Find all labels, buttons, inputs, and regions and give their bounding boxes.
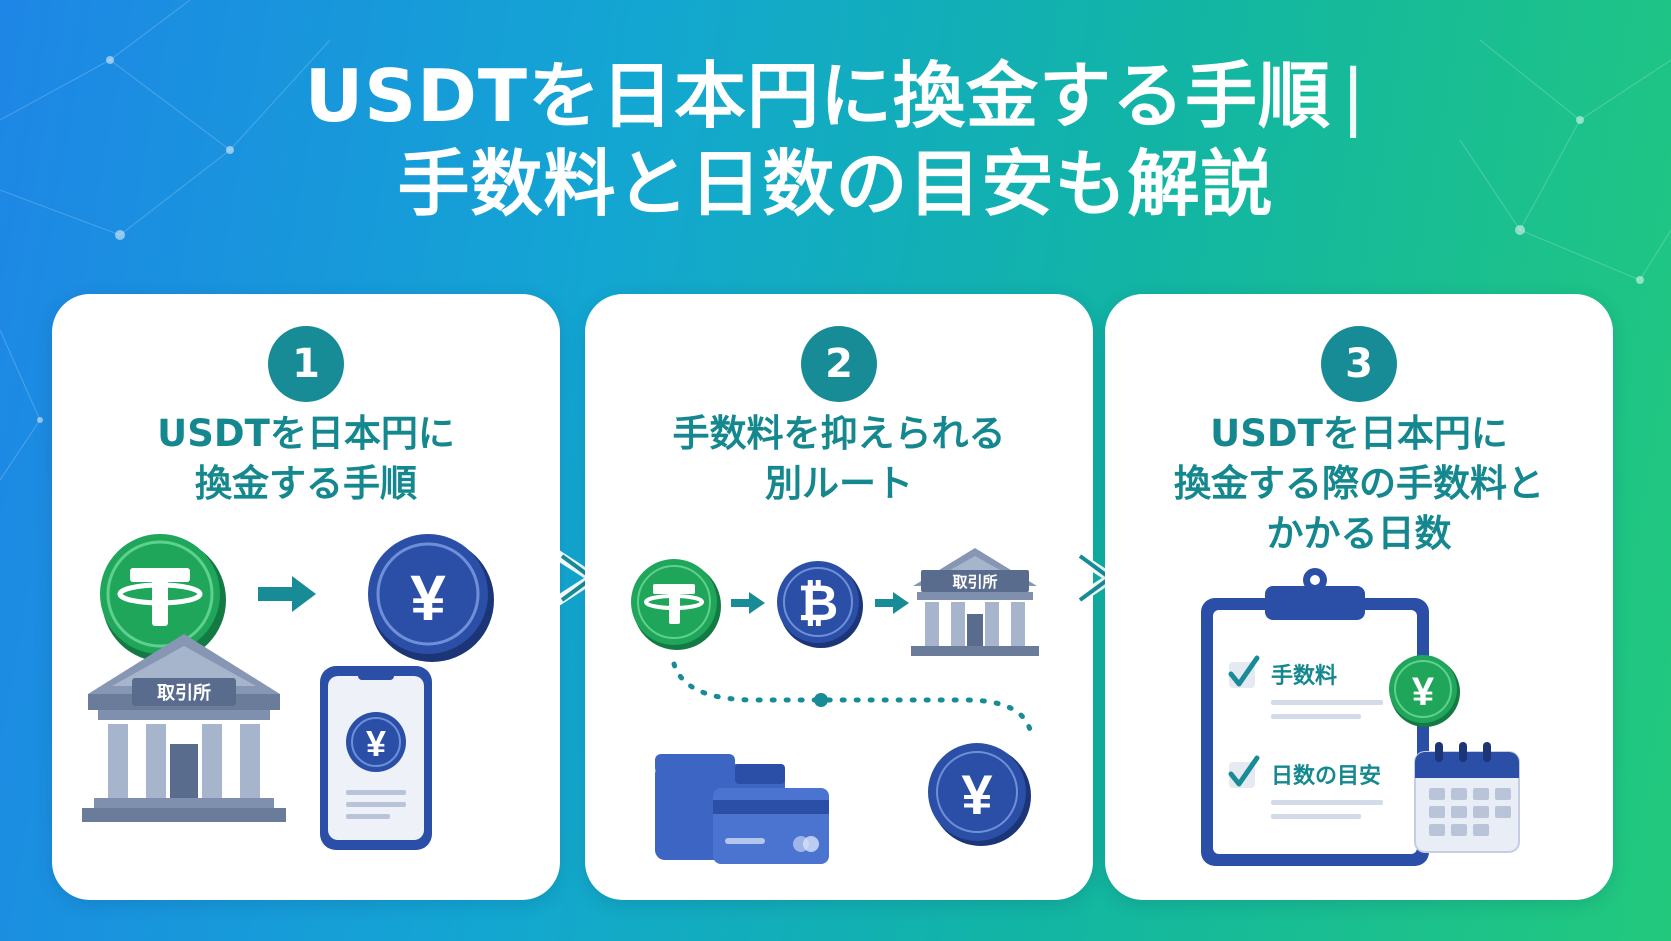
step-heading-line: USDTを日本円に	[157, 412, 455, 455]
exchange-building-icon: 取引所	[82, 634, 286, 822]
yen-symbol: ¥	[410, 562, 446, 634]
step-card-1: 1 USDTを日本円に 換金する手順 ¥	[52, 294, 560, 900]
yen-coin-icon: ¥	[928, 743, 1031, 846]
arrow-right-icon	[731, 592, 765, 614]
title-separator: |	[1340, 54, 1367, 138]
step-card-2: 2 手数料を抑えられる 別ルート ₿	[585, 294, 1093, 900]
checklist-item-days: 日数の目安	[1271, 763, 1381, 789]
step-2-illustration: ₿ 取引所	[631, 548, 1039, 864]
exchange-label: 取引所	[157, 683, 211, 704]
check-icon	[1228, 655, 1260, 688]
credit-card-icon	[713, 788, 829, 864]
calendar-icon	[1414, 742, 1520, 853]
step-heading: USDTを日本円に 換金する手順	[52, 409, 560, 509]
smartphone-icon: ¥	[320, 666, 432, 850]
step-heading-line: 換金する手順	[195, 462, 417, 505]
tether-coin-icon	[631, 559, 721, 650]
step-1-illustration: ¥ 取引所 ¥	[82, 534, 494, 850]
step-heading-line: USDTを日本円に	[1210, 412, 1508, 455]
step-heading: 手数料を抑えられる 別ルート	[585, 409, 1093, 509]
yen-coin-icon: ¥	[1389, 655, 1460, 727]
yen-coin-icon: ¥	[368, 534, 494, 662]
exchange-label: 取引所	[952, 573, 997, 591]
yen-symbol: ¥	[366, 723, 386, 764]
arrow-right-icon	[875, 592, 909, 614]
title-line-1-text: USDTを日本円に換金する手順	[304, 54, 1331, 138]
title-line-2: 手数料と日数の目安も解説	[397, 142, 1274, 226]
step-card-3: 3 USDTを日本円に 換金する際の手数料と かかる日数 手数料 日数の目安	[1105, 294, 1613, 900]
step-heading-line: 別ルート	[765, 462, 913, 505]
tether-coin-icon	[100, 534, 226, 662]
check-icon	[1228, 755, 1260, 788]
alternate-route-path	[671, 661, 1034, 737]
step-number-badge: 2	[801, 326, 877, 402]
arrow-right-icon	[258, 576, 316, 612]
step-heading-line: 換金する際の手数料と	[1174, 462, 1544, 505]
svg-text:₿: ₿	[798, 574, 839, 632]
step-heading: USDTを日本円に 換金する際の手数料と かかる日数	[1105, 409, 1613, 559]
step-heading-line: かかる日数	[1266, 512, 1452, 555]
title-line-1: USDTを日本円に換金する手順|	[0, 52, 1671, 140]
page-title: USDTを日本円に換金する手順| 手数料と日数の目安も解説	[0, 52, 1671, 228]
step-number-badge: 1	[268, 326, 344, 402]
step-number-badge: 3	[1321, 326, 1397, 402]
yen-symbol: ¥	[961, 763, 992, 826]
checklist-item-fee: 手数料	[1271, 663, 1337, 689]
clipboard-icon	[1201, 568, 1429, 866]
bitcoin-coin-icon: ₿	[777, 561, 863, 648]
step-3-illustration: 手数料 日数の目安 ¥	[1201, 568, 1520, 866]
exchange-building-icon: 取引所	[911, 548, 1039, 656]
step-heading-line: 手数料を抑えられる	[672, 412, 1006, 455]
yen-symbol: ¥	[1412, 670, 1435, 714]
